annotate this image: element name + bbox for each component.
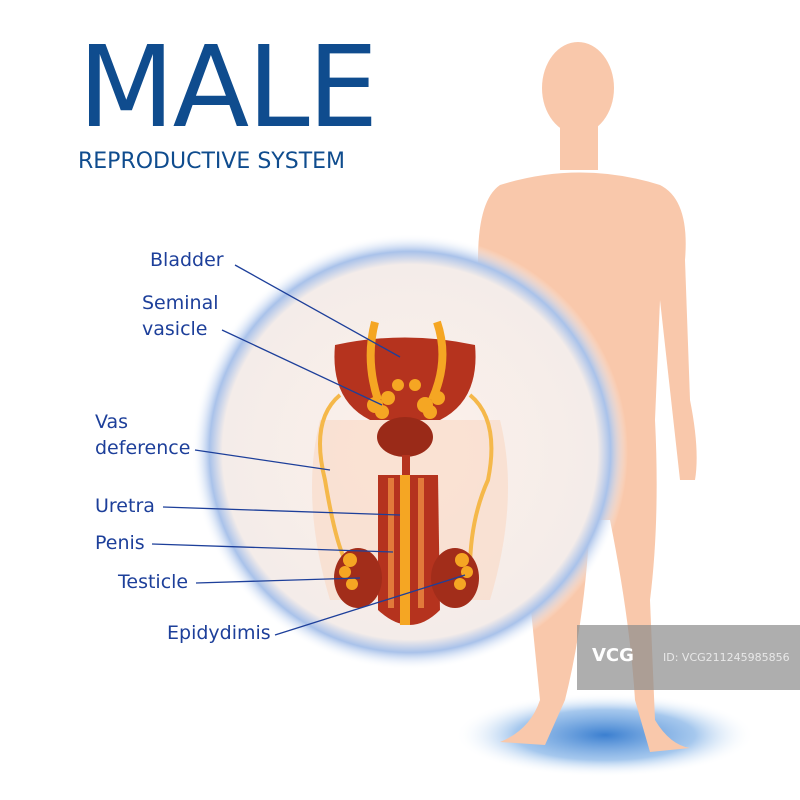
watermark-id: ID: VCG211245985856 — [663, 651, 790, 664]
floor-shadow — [455, 693, 755, 777]
label-vas-2: deference — [95, 437, 191, 459]
label-seminal-2: vasicle — [142, 318, 208, 340]
page-subtitle: REPRODUCTIVE SYSTEM — [78, 149, 346, 174]
watermark: VCG ID: VCG211245985856 — [577, 625, 800, 690]
label-uretra: Uretra — [95, 495, 155, 517]
label-testicle: Testicle — [118, 571, 189, 593]
label-epidydimis: Epidydimis — [167, 622, 271, 644]
label-bladder: Bladder — [150, 249, 224, 271]
label-vas-1: Vas — [95, 411, 129, 433]
leader-lines — [151, 264, 466, 636]
page-title: MALE — [78, 23, 378, 153]
bladder-shape — [334, 337, 476, 420]
label-seminal-1: Seminal — [142, 292, 219, 314]
label-penis: Penis — [95, 532, 145, 554]
watermark-logo: VCG — [592, 645, 634, 666]
prostate — [377, 417, 433, 457]
